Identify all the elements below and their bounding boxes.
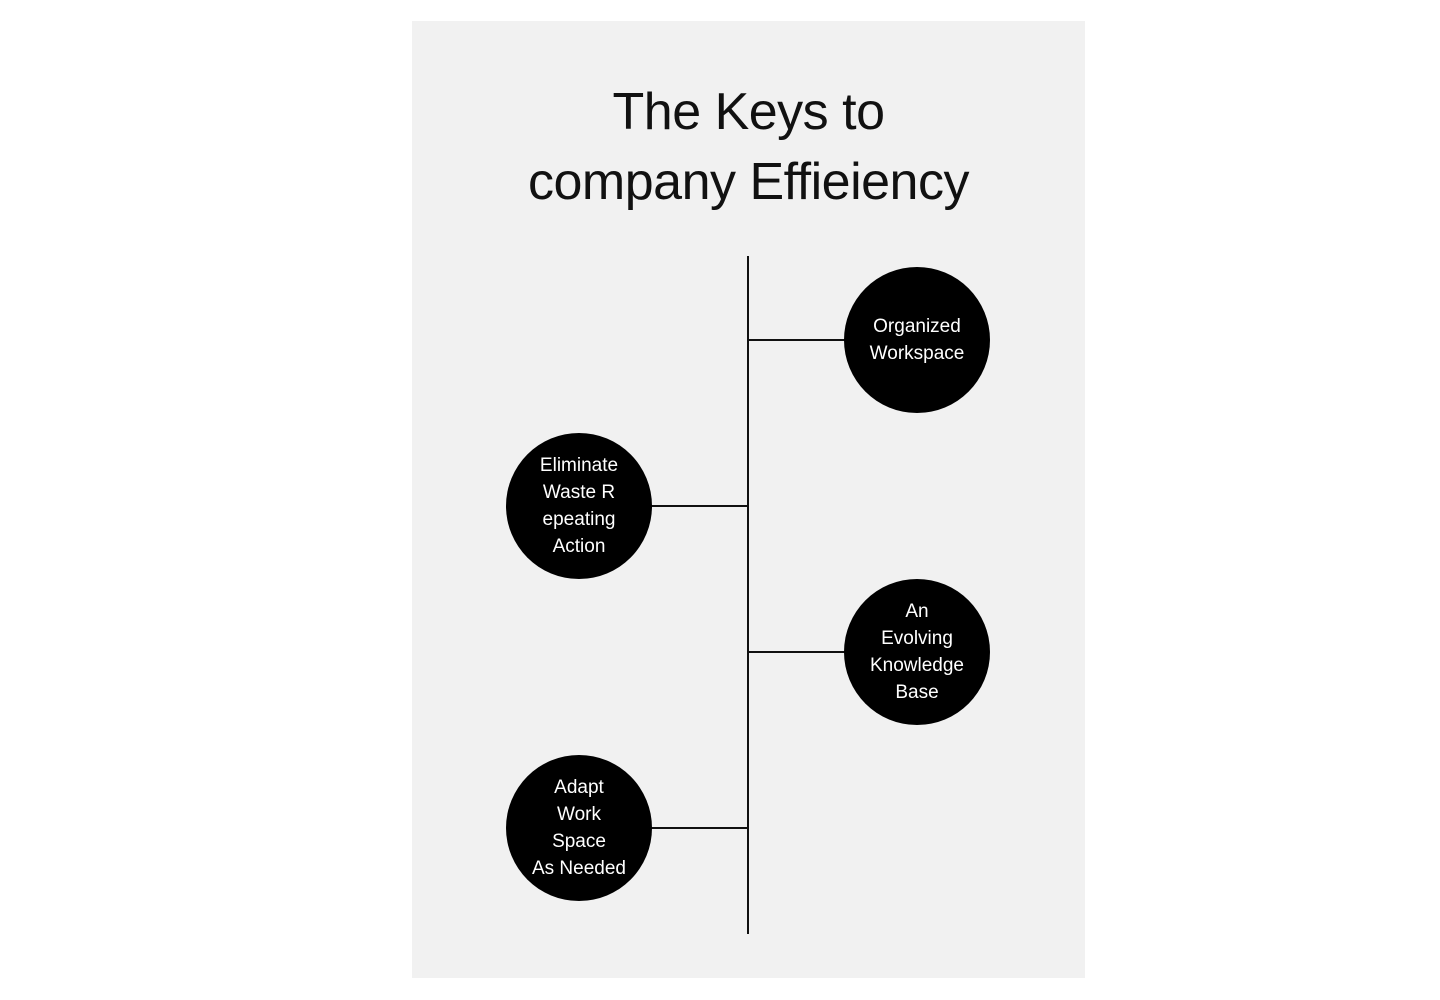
node-label: An Evolving Knowledge Base bbox=[869, 601, 965, 703]
node-label: Adapt Work Space As Needed bbox=[531, 777, 626, 879]
diagram-title: The Keys to company Effieiency bbox=[412, 77, 1085, 217]
node-eliminate-waste: Eliminate Waste R epeating Action bbox=[506, 433, 652, 579]
timeline-spine bbox=[747, 256, 749, 934]
title-line-1: The Keys to bbox=[612, 83, 885, 141]
node-knowledge-base: An Evolving Knowledge Base bbox=[844, 579, 990, 725]
node-organized-workspace: Organized Workspace bbox=[844, 267, 990, 413]
title-line-2: company Effieiency bbox=[528, 153, 969, 211]
connector-organized-workspace bbox=[749, 339, 849, 341]
connector-knowledge-base bbox=[749, 651, 849, 653]
connector-adapt-work-space bbox=[648, 827, 748, 829]
connector-eliminate-waste bbox=[648, 505, 748, 507]
node-label: Eliminate Waste R epeating Action bbox=[539, 455, 619, 557]
node-label: Organized Workspace bbox=[869, 316, 965, 364]
node-adapt-work-space: Adapt Work Space As Needed bbox=[506, 755, 652, 901]
